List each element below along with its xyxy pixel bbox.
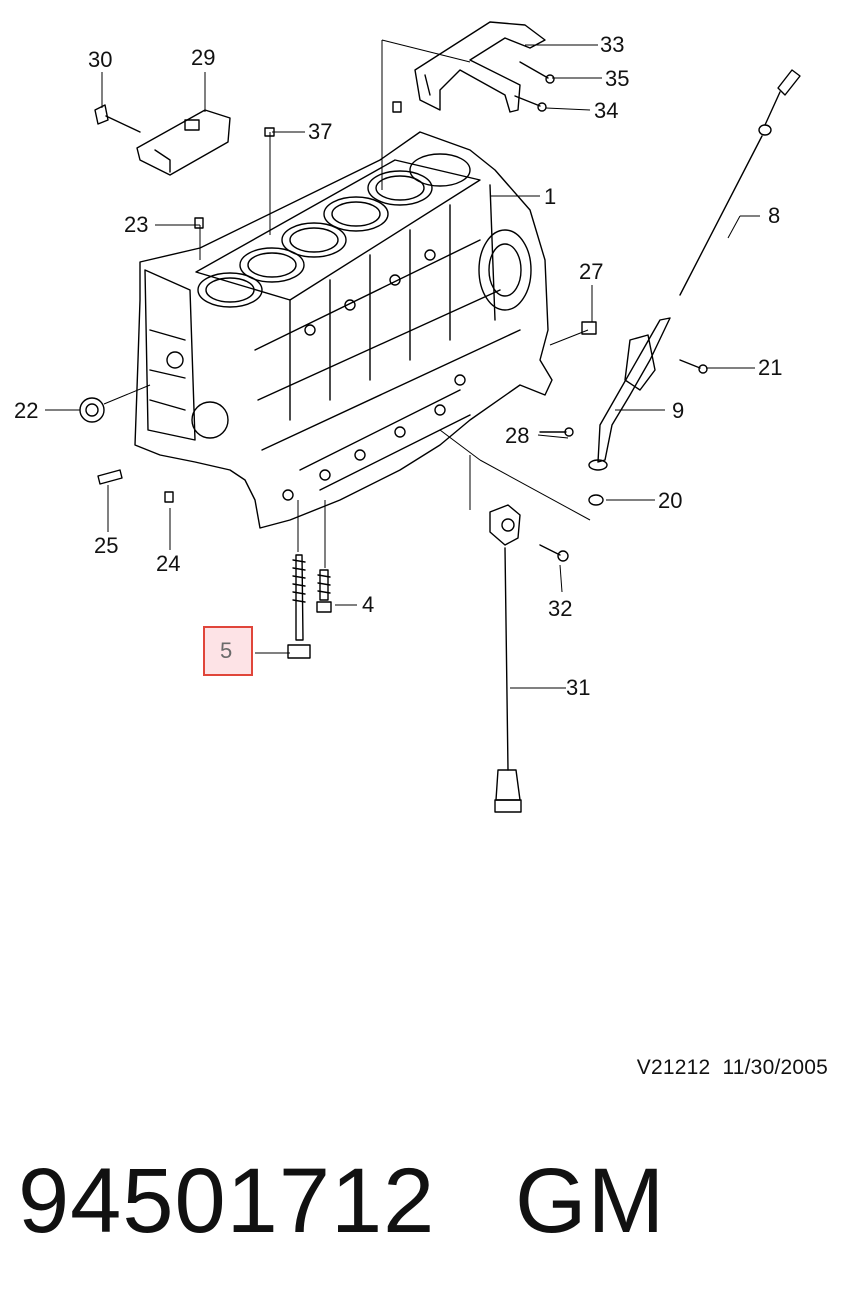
callout-9: 9 [672, 398, 685, 423]
callout-29: 29 [191, 45, 216, 70]
callout-27: 27 [579, 259, 604, 284]
callout-31: 31 [566, 675, 591, 700]
cylinder-block [134, 131, 553, 529]
bracket-33 [414, 21, 546, 113]
drawing-id: V21212 [636, 1056, 711, 1079]
callout-28: 28 [505, 423, 530, 448]
plug-22 [79, 397, 105, 423]
callout-20: 20 [658, 488, 683, 513]
callout-21: 21 [758, 355, 783, 380]
highlighted-callout-box [203, 626, 253, 676]
engine-block-drawing [45, 21, 801, 813]
callout-35: 35 [605, 66, 630, 91]
callout-4: 4 [362, 592, 375, 617]
knock-sensor-31 [489, 504, 522, 813]
main-bearing-bolt-5 [287, 554, 311, 659]
dowel-pins [97, 101, 597, 503]
callout-23: 23 [124, 212, 149, 237]
drawing-stamp: V21212 11/30/2005 [637, 1056, 828, 1080]
dipstick-8 [679, 69, 801, 296]
part-number: 94501712 [18, 1150, 436, 1252]
drawing-date: 11/30/2005 [722, 1056, 828, 1079]
part-title: 94501712 GM [18, 1146, 665, 1256]
callout-33: 33 [600, 32, 625, 57]
callout-37: 37 [308, 119, 333, 144]
callout-8: 8 [768, 203, 781, 228]
callout-30: 30 [88, 47, 113, 72]
callout-5: 5 [220, 638, 233, 663]
callout-1: 1 [544, 184, 557, 209]
callout-22: 22 [14, 398, 39, 423]
bolt-30 [94, 104, 141, 133]
exploded-parts-diagram: 30 29 33 35 34 37 1 23 8 27 21 22 9 28 2… [14, 21, 801, 813]
bolt-4 [316, 569, 332, 613]
bracket-29 [136, 109, 231, 176]
callout-32: 32 [548, 596, 573, 621]
callout-34: 34 [594, 98, 619, 123]
small-bolts [514, 61, 708, 437]
dipstick-tube-9 [588, 317, 671, 471]
callout-24: 24 [156, 551, 181, 576]
seal-20 [588, 494, 604, 506]
leader-lines [45, 39, 760, 689]
part-brand: GM [515, 1150, 666, 1252]
callout-25: 25 [94, 533, 119, 558]
bolt-32 [539, 544, 569, 562]
